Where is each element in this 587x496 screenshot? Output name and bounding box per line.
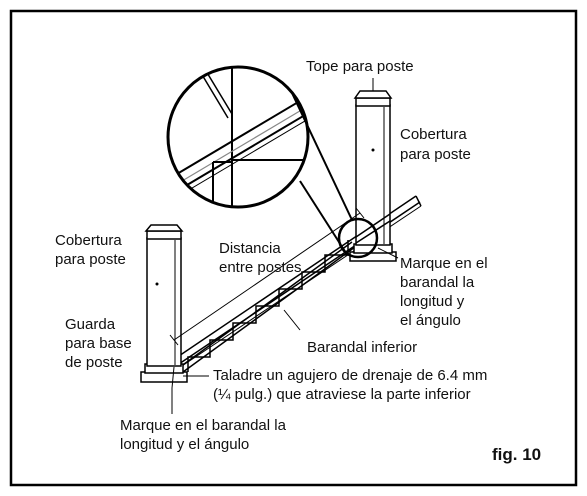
figure-border	[9, 9, 578, 487]
label-post-cover-right: Cobertura para poste	[400, 126, 471, 163]
staircase	[179, 240, 356, 373]
label-drill: Taladre un agujero de drenaje de 6.4 mm …	[213, 367, 492, 403]
distance-dimension-line	[169, 207, 365, 346]
magnifier-target-circle	[337, 217, 379, 259]
label-post-cover-left: Cobertura para poste	[55, 232, 126, 268]
magnifier-detail	[166, 65, 310, 209]
post-right	[349, 90, 397, 262]
leader-lines	[171, 78, 399, 414]
magnifier-tangent-lines	[291, 92, 353, 254]
figure-number: fig. 10	[492, 445, 541, 464]
post-left	[140, 224, 188, 383]
label-bottom-rail: Barandal inferior	[307, 339, 417, 356]
label-post-cap: Tope para poste	[306, 58, 414, 75]
label-mark-left: Marque en el barandal la longitud y el á…	[120, 417, 290, 453]
label-mark-right: Marque en el barandal la longitud y el á…	[400, 255, 492, 329]
label-distance: Distancia entre postes	[219, 240, 302, 276]
label-base-guard: Guarda para base de poste	[65, 316, 136, 371]
